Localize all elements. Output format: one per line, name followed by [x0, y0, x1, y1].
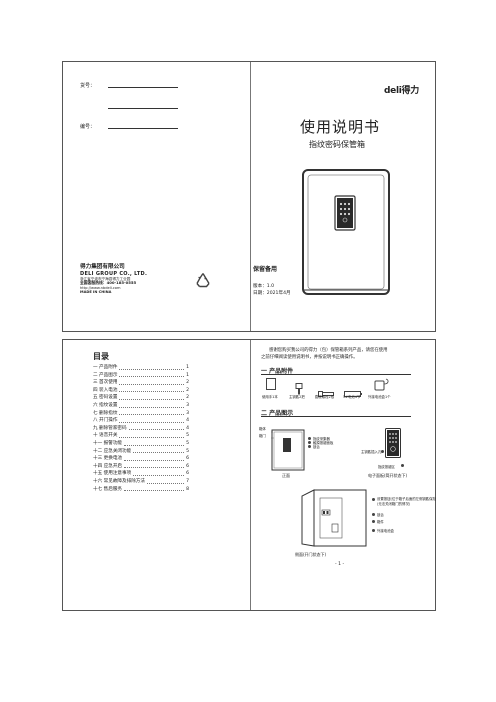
- blank-field: [108, 108, 178, 109]
- model-no-label: 编号：: [80, 124, 96, 130]
- label-external-battery: 外接电池盒: [377, 529, 394, 533]
- label-body: 箱体: [259, 427, 266, 431]
- section-rule: [261, 416, 411, 417]
- label-box-part: 箱件: [377, 520, 384, 524]
- accessory-label: 膨胀螺栓2根: [315, 395, 335, 399]
- company-name-cn: 得力集团有限公司: [80, 264, 125, 270]
- label-bolt: 锁舌: [313, 445, 320, 449]
- section-rule: [261, 374, 411, 375]
- website: http://www.nbdeli.com: [80, 285, 121, 290]
- callout-dot: [372, 513, 375, 516]
- label-fingerprint-area: 指纹按键区: [378, 465, 395, 469]
- front-view-safe: [265, 429, 305, 475]
- brand-logo: deli得力: [384, 83, 419, 96]
- company-address: 浙江省宁波市宁海县得力工业园: [80, 276, 131, 281]
- callout-dot: [401, 464, 404, 467]
- accessory-label: 外接电池盒1个: [368, 395, 391, 399]
- brand-logo-text: deli得力: [384, 86, 419, 96]
- cover-subtitle: 指纹密码保管箱: [309, 140, 365, 149]
- recycle-icon: [195, 272, 211, 288]
- accessory-manual-icon: [266, 378, 276, 390]
- label-settings-button: 设置按钮(位于箱子后面的左侧钥匙保险: [377, 497, 436, 501]
- accessory-label: 5#电池4节: [343, 395, 361, 399]
- accessory-label: 主钥匙2把: [289, 395, 305, 399]
- goods-no-label: 货号：: [80, 83, 96, 89]
- callout-dot: [372, 529, 375, 532]
- callout-dot: [372, 520, 375, 523]
- goods-no-field: [108, 87, 178, 88]
- callout-dot: [308, 441, 311, 444]
- callout-dot: [308, 445, 311, 448]
- label-inner-bolt: 锁舌: [377, 513, 384, 517]
- intro-line-2: 之前仔细阅读使用说明书，并按说明书正确操作。: [261, 355, 358, 360]
- accessory-label: 使用手1本: [262, 395, 278, 399]
- label-door: 箱门: [259, 434, 266, 438]
- label-key-hole: 主钥匙插入孔: [361, 450, 382, 454]
- section-accessories-title: 一 产品附件: [261, 368, 294, 375]
- version: 版本：1.0: [253, 284, 275, 289]
- company-name-en: DELI GROUP CO., LTD.: [80, 270, 148, 277]
- model-no-field: [108, 128, 178, 129]
- accessory-battery-box-icon: [374, 377, 390, 396]
- cover-title: 使用说明书: [300, 118, 381, 136]
- date: 日期：2021年4月: [253, 291, 291, 296]
- label-fingerprint-reader: 指纹采集器: [313, 437, 330, 441]
- cover-spread: 货号： 编号： 得力集团有限公司 DELI GROUP CO., LTD. 浙江…: [62, 61, 436, 332]
- panel-caption: 电子面板(简开状态下): [368, 473, 408, 478]
- label-settings-note: (无法关闭箱门的情况): [377, 502, 411, 506]
- side-view-safe: [300, 488, 370, 554]
- inner-view-caption: 侧面(开门状态下): [295, 552, 327, 557]
- company-block: 得力集团有限公司 DELI GROUP CO., LTD. 浙江省宁波市宁海县得…: [80, 264, 147, 294]
- accessory-battery-icon: [344, 382, 362, 401]
- callout-dot: [381, 450, 384, 453]
- front-view-caption: 正面: [282, 473, 290, 478]
- toc-title: 目录: [93, 352, 109, 361]
- made-in: MADE IN CHINA: [80, 289, 112, 294]
- spread-fold-line: [250, 62, 251, 331]
- accessory-bolt-icon: [318, 382, 334, 401]
- spread-fold-line-2: [250, 340, 251, 610]
- safe-illustration: [301, 168, 391, 296]
- electronic-panel: [385, 428, 401, 462]
- accessory-key-icon: [294, 380, 304, 399]
- callout-dot: [372, 498, 375, 501]
- section-diagram-title: 二 产品图示: [261, 410, 294, 417]
- service-hotline: 全国客服热线：400-185-0555: [80, 280, 137, 286]
- page-number: - 1 -: [335, 562, 345, 567]
- intro-line-1: 感谢您购买我公司的得力（包）保管箱系列产品，请您在使用: [269, 348, 388, 353]
- keep-note: 保留备用: [253, 266, 278, 273]
- callout-dot: [308, 437, 311, 440]
- label-touch-panel: 触摸按键面板: [313, 441, 334, 445]
